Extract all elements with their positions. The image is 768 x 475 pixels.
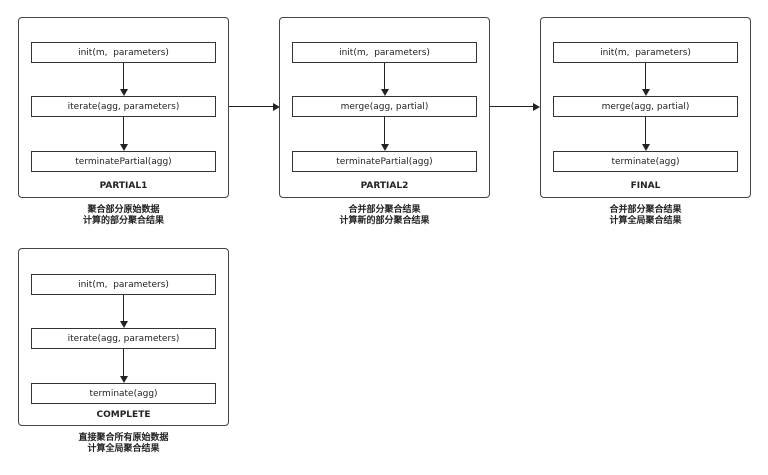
description-line: 合并部分聚合结果 xyxy=(348,205,421,215)
description-line: 计算的部分聚合结果 xyxy=(82,216,164,226)
flow-line xyxy=(645,117,647,144)
connector-arrowhead xyxy=(273,103,280,111)
step-terminate: terminate(agg) xyxy=(553,151,738,172)
flow-arrowhead xyxy=(381,89,389,96)
flow-arrowhead xyxy=(120,144,128,151)
flow-line xyxy=(384,117,386,144)
panel-description-final: 合并部分聚合结果 计算全局聚合结果 xyxy=(540,205,751,227)
step-init: init(m, parameters) xyxy=(292,42,477,63)
step-iterate: iterate(agg, parameters) xyxy=(31,96,216,117)
step-init: init(m, parameters) xyxy=(553,42,738,63)
flow-line xyxy=(384,63,386,89)
panel-title-partial2: PARTIAL2 xyxy=(360,181,409,191)
step-iterate: iterate(agg, parameters) xyxy=(31,328,216,349)
flow-arrowhead xyxy=(120,89,128,96)
step-init: init(m, parameters) xyxy=(31,42,216,63)
step-terminate-partial: terminatePartial(agg) xyxy=(292,151,477,172)
step-terminate: terminate(agg) xyxy=(31,383,216,404)
step-terminate-partial: terminatePartial(agg) xyxy=(31,151,216,172)
flow-arrowhead xyxy=(120,321,128,328)
step-merge: merge(agg, partial) xyxy=(292,96,477,117)
flow-line xyxy=(645,63,647,89)
step-merge: merge(agg, partial) xyxy=(553,96,738,117)
description-line: 计算全局聚合结果 xyxy=(87,444,160,454)
description-line: 合并部分聚合结果 xyxy=(609,205,682,215)
description-line: 计算新的部分聚合结果 xyxy=(339,216,430,226)
panel-description-partial1: 聚合部分原始数据 计算的部分聚合结果 xyxy=(18,205,229,227)
flow-line xyxy=(123,117,125,144)
flow-arrowhead xyxy=(381,144,389,151)
description-line: 聚合部分原始数据 xyxy=(87,205,160,215)
description-line: 直接聚合所有原始数据 xyxy=(78,433,169,443)
flow-line xyxy=(123,349,125,376)
flow-arrowhead xyxy=(642,89,650,96)
description-line: 计算全局聚合结果 xyxy=(609,216,682,226)
panel-description-complete: 直接聚合所有原始数据 计算全局聚合结果 xyxy=(18,433,229,455)
step-init: init(m, parameters) xyxy=(31,274,216,295)
flow-arrowhead xyxy=(120,376,128,383)
connector-arrowhead xyxy=(533,103,540,111)
panel-title-complete: COMPLETE xyxy=(96,410,151,420)
flow-line xyxy=(123,295,125,321)
panel-description-partial2: 合并部分聚合结果 计算新的部分聚合结果 xyxy=(279,205,490,227)
connector-line xyxy=(490,106,533,108)
flow-line xyxy=(123,63,125,89)
connector-line xyxy=(229,106,273,108)
flow-arrowhead xyxy=(642,144,650,151)
panel-title-final: FINAL xyxy=(630,181,661,191)
panel-title-partial1: PARTIAL1 xyxy=(99,181,148,191)
